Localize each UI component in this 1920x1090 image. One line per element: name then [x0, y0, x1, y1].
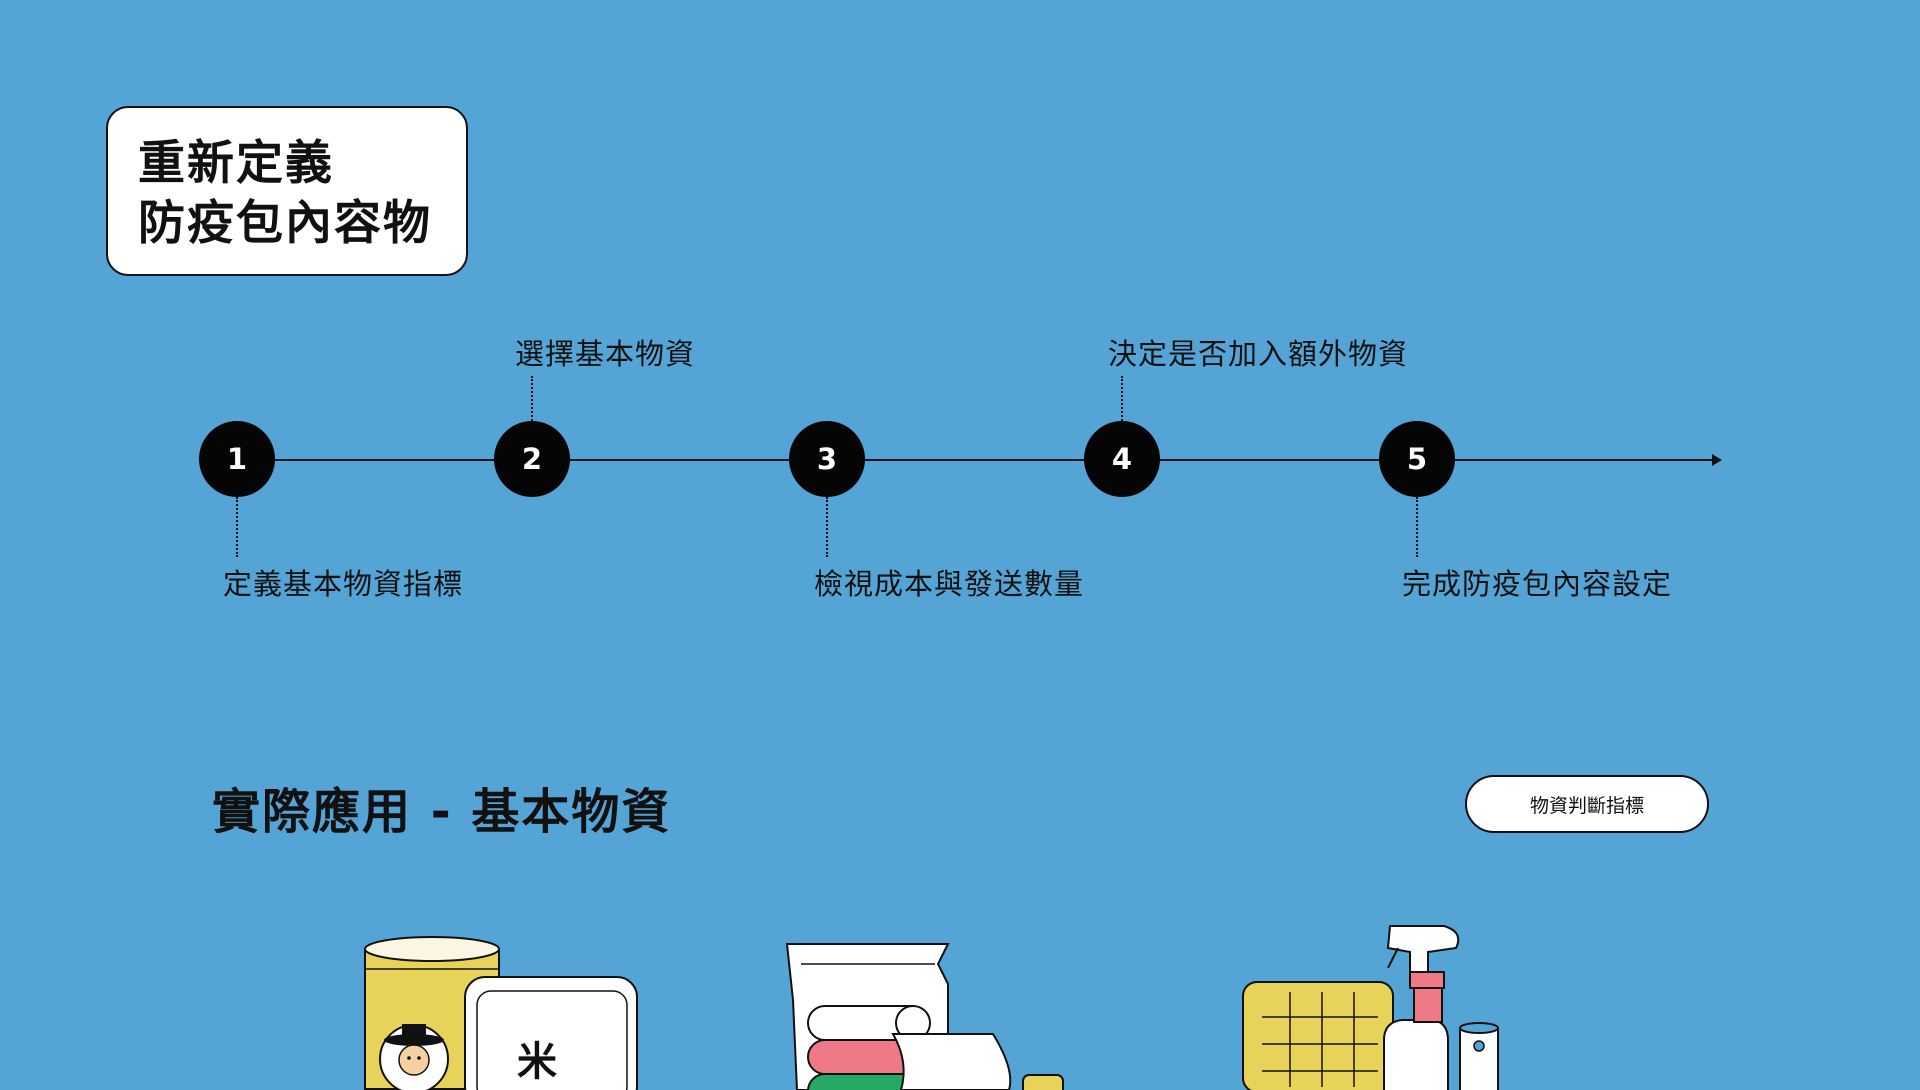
step-5-label: 完成防疫包內容設定	[1402, 567, 1673, 601]
title-line-2: 防疫包內容物	[138, 196, 432, 251]
title-line-1: 重新定義	[138, 136, 334, 191]
step-4-circle[interactable]: 4	[1084, 421, 1160, 497]
step-2-number: 2	[521, 442, 543, 476]
title-card: 重新定義 防疫包內容物	[106, 106, 468, 276]
step-4-connector	[1121, 376, 1123, 421]
food-illustration: 米	[364, 936, 638, 1090]
step-3-connector	[826, 497, 828, 557]
spray-bottle-icon	[1383, 925, 1460, 1090]
step-1-number: 1	[226, 442, 248, 476]
timeline-line	[237, 459, 1715, 461]
step-3-label: 檢視成本與發送數量	[814, 567, 1085, 601]
step-1-connector	[236, 497, 238, 557]
step-2-circle[interactable]: 2	[494, 421, 570, 497]
hygiene-illustration	[1242, 925, 1499, 1090]
section-heading: 實際應用 - 基本物資	[212, 784, 672, 840]
step-5-circle[interactable]: 5	[1379, 421, 1455, 497]
rice-label: 米	[517, 1039, 557, 1085]
supplies-illustration	[785, 943, 1064, 1090]
timeline-arrow-icon	[1712, 454, 1722, 466]
rice-bag-icon: 米	[464, 976, 638, 1090]
step-1-label: 定義基本物資指標	[223, 567, 464, 601]
step-1-circle[interactable]: 1	[199, 421, 275, 497]
mask-icon	[1242, 981, 1394, 1090]
indicator-button[interactable]: 物資判斷指標	[1465, 775, 1709, 833]
step-2-connector	[531, 376, 533, 421]
step-3-circle[interactable]: 3	[789, 421, 865, 497]
step-4-label: 決定是否加入額外物資	[1108, 337, 1409, 371]
step-5-number: 5	[1406, 442, 1428, 476]
step-2-label: 選擇基本物資	[515, 337, 696, 371]
step-3-number: 3	[816, 442, 838, 476]
step-4-number: 4	[1111, 442, 1133, 476]
step-5-connector	[1416, 497, 1418, 557]
